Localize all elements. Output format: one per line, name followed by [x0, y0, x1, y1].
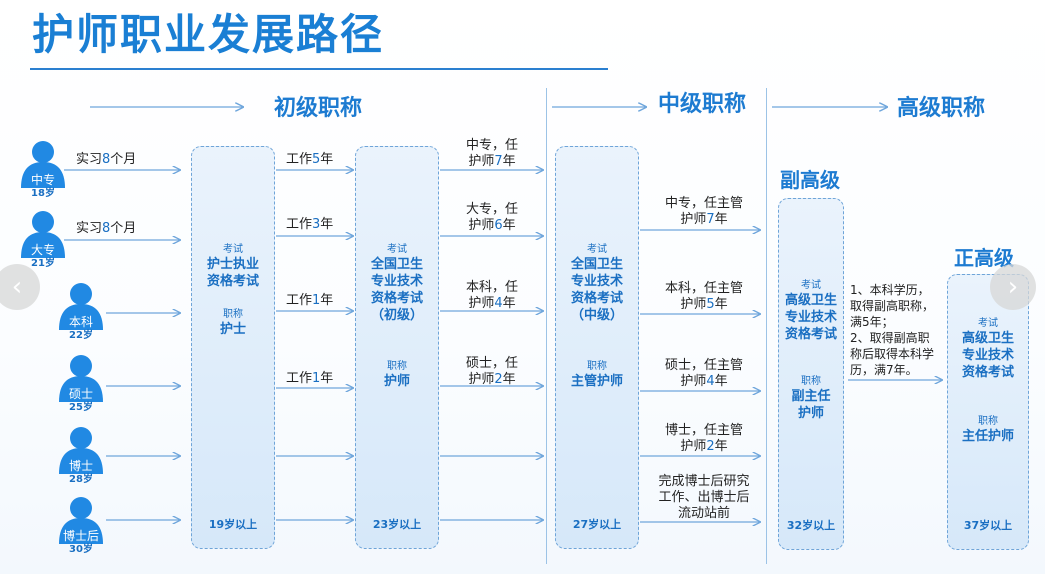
- edu-zhongzhuan: 中专 18岁: [16, 138, 70, 200]
- min-age: 19岁以上: [208, 518, 258, 531]
- title-name: 护士: [219, 322, 246, 337]
- chevron-left-icon: ‹: [11, 272, 23, 302]
- edu-benke: 本科 22岁: [54, 280, 108, 342]
- promotion-label: 中专，任护师7年: [465, 138, 518, 169]
- promotion-label: 硕士，任主管护师4年: [664, 358, 743, 389]
- title-caption: 职称: [978, 416, 998, 427]
- edu-boshihou: 博士后 30岁: [54, 494, 108, 556]
- label-deputy-senior: 副高级: [780, 168, 840, 192]
- exam-name: 高级卫生专业技术资格考试: [784, 293, 837, 342]
- min-age: 27岁以上: [572, 518, 622, 531]
- promotion-label: 博士，任主管护师2年: [664, 423, 743, 454]
- stage-box-junior-nurse: 考试 全国卫生专业技术资格考试（初级） 职称 护师 23岁以上: [355, 146, 439, 549]
- person-icon: [59, 283, 103, 330]
- edu-label: 大专: [30, 243, 55, 257]
- person-icon: [59, 497, 103, 544]
- title-caption: 职称: [387, 361, 407, 372]
- column-divider: [766, 88, 767, 564]
- edu-dazhuan: 大专 21岁: [16, 208, 70, 270]
- work-label: 工作1年: [286, 371, 334, 386]
- edu-label: 本科: [68, 315, 93, 329]
- page-title: 护师职业发展路径: [32, 10, 385, 59]
- edu-label: 硕士: [68, 387, 93, 401]
- exam-name: 全国卫生专业技术资格考试（初级）: [370, 257, 423, 323]
- stage-box-deputy-chief-nurse: 考试 高级卫生专业技术资格考试 职称 副主任护师 32岁以上: [778, 198, 844, 550]
- edu-label: 中专: [30, 173, 55, 187]
- work-label: 工作1年: [286, 293, 334, 308]
- exam-caption: 考试: [978, 318, 998, 329]
- edu-shuoshi: 硕士 25岁: [54, 352, 108, 414]
- internship-label: 实习8个月: [76, 221, 137, 236]
- edu-label: 博士后: [62, 529, 99, 543]
- edu-age: 21岁: [31, 258, 55, 269]
- title-caption: 职称: [587, 361, 607, 372]
- chevron-right-icon: ›: [1007, 272, 1019, 302]
- promotion-label: 本科，任主管护师5年: [664, 281, 743, 312]
- next-slide-button[interactable]: ›: [990, 264, 1036, 310]
- exam-name: 全国卫生专业技术资格考试（中级）: [570, 257, 623, 323]
- internship-label: 实习8个月: [76, 152, 137, 167]
- column-divider: [546, 88, 547, 564]
- title-name: 主管护师: [570, 374, 623, 389]
- person-icon: [21, 141, 65, 188]
- title-caption: 职称: [801, 376, 821, 387]
- header-senior: 高级职称: [897, 96, 986, 121]
- title-name: 护师: [383, 374, 410, 389]
- min-age: 23岁以上: [372, 518, 422, 531]
- min-age: 32岁以上: [786, 519, 836, 532]
- title-caption: 职称: [223, 309, 243, 320]
- work-label: 工作5年: [286, 152, 334, 167]
- edu-age: 28岁: [69, 474, 93, 485]
- person-icon: [59, 427, 103, 474]
- full-senior-requirements: 1、本科学历，取得副高职称，满5年；2、取得副高职称后取得本科学历，满7年。: [850, 283, 935, 377]
- exam-caption: 考试: [801, 280, 821, 291]
- person-icon: [21, 211, 65, 258]
- exam-caption: 考试: [223, 244, 243, 255]
- promotion-label: 中专，任主管护师7年: [664, 196, 743, 227]
- edu-age: 18岁: [31, 188, 55, 199]
- title-name: 副主任护师: [791, 389, 831, 421]
- edu-age: 22岁: [69, 330, 93, 341]
- edu-age: 25岁: [69, 402, 93, 413]
- exam-name: 高级卫生专业技术资格考试: [961, 331, 1014, 380]
- edu-label: 博士: [68, 459, 93, 473]
- header-middle: 中级职称: [658, 92, 747, 117]
- exam-name: 护士执业资格考试: [206, 257, 259, 289]
- promotion-label: 大专，任护师6年: [465, 202, 518, 233]
- person-icon: [59, 355, 103, 402]
- edu-boshi: 博士 28岁: [54, 424, 108, 486]
- promotion-label: 本科，任护师4年: [465, 280, 518, 311]
- title-underline: [30, 68, 608, 70]
- edu-age: 30岁: [69, 544, 93, 555]
- postdoc-note: 完成博士后研究工作、出博士后流动站前: [658, 474, 750, 521]
- header-junior: 初级职称: [274, 96, 363, 121]
- promotion-label: 硕士，任护师2年: [465, 356, 518, 387]
- work-label: 工作3年: [286, 217, 334, 232]
- stage-box-chief-nurse: 考试 高级卫生专业技术资格考试 职称 主任护师 37岁以上: [947, 274, 1029, 550]
- exam-caption: 考试: [587, 244, 607, 255]
- min-age: 37岁以上: [963, 519, 1013, 532]
- stage-box-supervisor-nurse: 考试 全国卫生专业技术资格考试（中级） 职称 主管护师 27岁以上: [555, 146, 639, 549]
- prev-slide-button[interactable]: ‹: [0, 264, 40, 310]
- title-name: 主任护师: [961, 429, 1014, 444]
- stage-box-nurse: 考试 护士执业资格考试 职称 护士 19岁以上: [191, 146, 275, 549]
- exam-caption: 考试: [387, 244, 407, 255]
